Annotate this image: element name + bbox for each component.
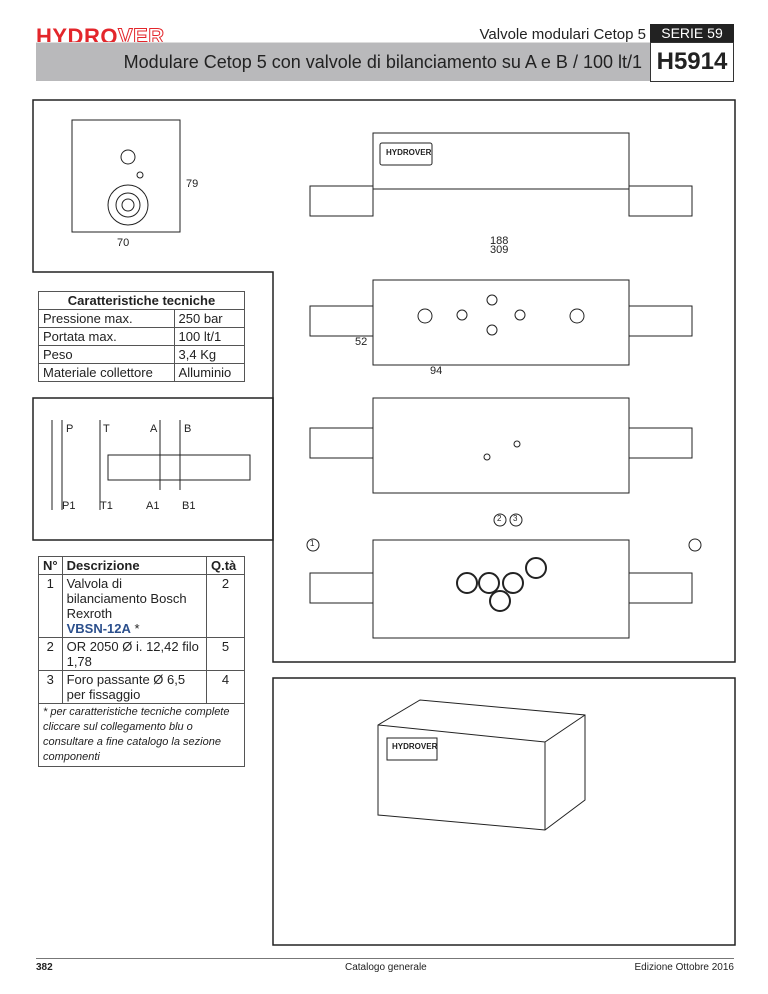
port-label: A [150,423,158,435]
dim-label: 188 [490,235,509,247]
cell: 3 [38,670,63,704]
cell: Pressione max. [38,309,175,328]
port-label: B [184,423,192,435]
tech-specs-table: Caratteristiche tecniche Pressione max.2… [38,291,246,382]
port-label: A1 [146,500,160,512]
footer-rule [36,958,734,959]
page-number: 382 [36,962,53,973]
callout-label: 2 [497,514,502,523]
cell: 250 bar [173,309,246,328]
category-label: Valvole modulari Cetop 5 [479,26,646,43]
cell: Peso [38,345,175,364]
cell: 2 [206,574,245,638]
dim-label: 94 [430,365,443,377]
plate-label: HYDROVER [392,742,438,751]
table-row: Portata max.100 lt/1 [38,327,246,346]
cell: 2 [38,637,63,671]
dim-label: 52 [355,336,368,348]
dim-label: 309 [490,244,509,256]
callout-label: 1 [310,539,315,548]
cell: Portata max. [38,327,175,346]
footer-center: Catalogo generale [345,962,427,973]
cell: 4 [206,670,245,704]
dim-label: 70 [117,237,130,249]
plate-label: HYDROVER [386,148,432,157]
port-label: T [103,423,110,435]
port-label: P [66,423,74,435]
footer-edition: Edizione Ottobre 2016 [634,962,734,973]
cell: Alluminio [173,363,246,382]
cell: 1 [38,574,63,638]
dim-label: 79 [186,178,199,190]
cell: Materiale collettore [38,363,175,382]
table-row: Pressione max.250 bar [38,309,246,328]
page-title: Modulare Cetop 5 con valvole di bilancia… [123,52,642,72]
title-band [36,42,650,81]
table-title: Caratteristiche tecniche [38,291,245,310]
cell: OR 2050 Ø i. 12,42 filo 1,78 [61,637,208,671]
product-code: H5914 [650,42,734,82]
footnote: * per caratteristiche tecniche complete … [38,703,245,767]
series-badge: SERIE 59 [650,24,734,42]
header-cell: Q.tà [206,556,245,575]
cell: 100 lt/1 [173,327,246,346]
header-cell: N° [38,556,63,575]
cell: 3,4 Kg [173,345,246,364]
desc: Valvola di bilanciamento Bosch Rexroth [66,576,187,621]
cell: 5 [206,637,245,671]
asterisk: * [130,621,140,636]
port-label: B1 [182,500,196,512]
component-link[interactable]: VBSN-12A [66,621,131,636]
port-label: P1 [62,500,76,512]
port-label: T1 [100,500,113,512]
callout-label: 3 [513,514,518,523]
header-cell: Descrizione [61,556,208,575]
cell: Foro passante Ø 6,5 per fissaggio [61,670,208,704]
